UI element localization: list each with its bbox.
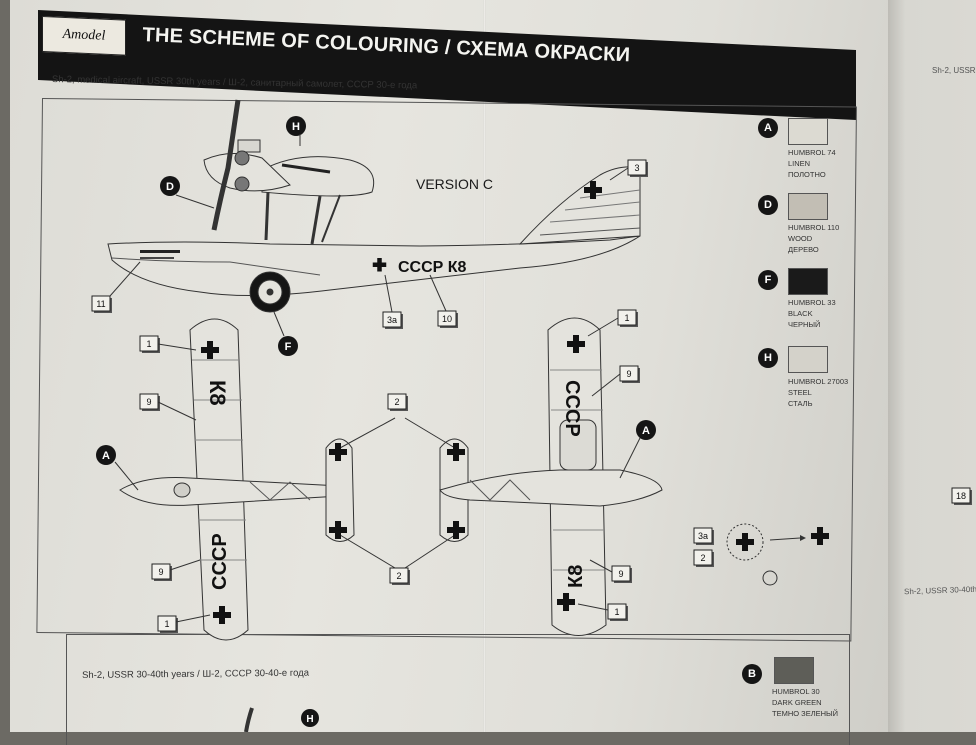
svg-text:A: A <box>642 425 650 437</box>
svg-text:H: H <box>306 714 313 725</box>
scheme-2-aircraft-partial: H <box>244 707 319 732</box>
callout-box-bottom-9a: 9 <box>619 365 641 384</box>
callout-a-bottom: A <box>636 420 656 440</box>
callout-f-side: F <box>278 336 298 356</box>
svg-text:9: 9 <box>618 569 623 579</box>
callout-box-tail-2a: 2 <box>387 393 409 412</box>
svg-text:18: 18 <box>956 491 966 501</box>
scheme-frame-2 <box>66 634 850 745</box>
bottom-wing-reg-cccp: СССР <box>561 380 583 437</box>
bottom-view-aircraft <box>439 317 663 636</box>
side-registration: СССР К8 <box>398 259 467 276</box>
callout-box-tail-2b: 2 <box>389 567 411 586</box>
svg-text:9: 9 <box>626 369 631 379</box>
legend-text-wood: HUMBROL 110 WOOD ДЕРЕВО <box>788 223 840 254</box>
callout-box-top-1a: 1 <box>139 335 161 354</box>
svg-text:3: 3 <box>634 163 639 173</box>
svg-text:F: F <box>285 341 292 353</box>
legend-text-steel: HUMBROL 27003 STEEL СТАЛЬ <box>788 377 849 408</box>
legend-swatch-black <box>788 268 828 295</box>
callout-box-bottom-9b: 9 <box>611 565 633 584</box>
svg-text:9: 9 <box>158 567 163 577</box>
callout-box-top-1b: 1 <box>157 615 179 634</box>
callout-d-side: D <box>160 176 180 196</box>
top-view-aircraft <box>119 318 341 641</box>
legend-text-linen: HUMBROL 74 LINEN ПОЛОТНО <box>788 148 836 179</box>
svg-text:A: A <box>102 450 110 462</box>
svg-text:10: 10 <box>442 314 452 324</box>
legend-letter-b: B <box>742 664 762 684</box>
svg-text:1: 1 <box>614 607 619 617</box>
legend-swatch-dark-green <box>774 657 814 684</box>
svg-text:2: 2 <box>700 553 705 563</box>
callout-box-top-9b: 9 <box>151 563 173 582</box>
page-fold <box>483 0 486 732</box>
legend-swatch-steel <box>788 346 828 373</box>
callout-box-insignia-3a: 3a <box>693 527 715 546</box>
legend-text-dark-green: HUMBROL 30 DARK GREEN ТЕМНО ЗЕЛЕНЫЙ <box>772 687 839 718</box>
next-page-sheet <box>888 0 976 732</box>
svg-text:1: 1 <box>146 339 151 349</box>
callout-box-3: 3 <box>627 159 649 178</box>
svg-text:2: 2 <box>396 571 401 581</box>
svg-text:H: H <box>292 121 300 133</box>
callout-a-top: A <box>96 445 116 465</box>
insignia-detail <box>726 523 829 586</box>
callout-box-top-9a: 9 <box>139 393 161 412</box>
callout-box-right-18: 18 <box>951 487 973 506</box>
right-page-caption-top: Sh-2, USSR <box>932 66 976 75</box>
callout-box-bottom-1b: 1 <box>607 603 629 622</box>
svg-text:2: 2 <box>394 397 399 407</box>
legend-letter-h: H <box>758 348 778 368</box>
side-view-aircraft <box>107 99 641 313</box>
svg-text:D: D <box>166 181 174 193</box>
callout-box-bottom-1a: 1 <box>617 309 639 328</box>
svg-text:3a: 3a <box>698 531 708 541</box>
legend-text-black: HUMBROL 33 BLACK ЧЕРНЫЙ <box>788 298 836 329</box>
legend-swatch-wood <box>788 193 828 220</box>
version-label: VERSION C <box>416 176 494 192</box>
bottom-wing-reg-k8: К8 <box>565 565 587 588</box>
legend-letter-d: D <box>758 195 778 215</box>
callout-box-10: 10 <box>437 310 459 329</box>
callout-box-11: 11 <box>91 295 113 314</box>
svg-text:9: 9 <box>146 397 151 407</box>
svg-text:3a: 3a <box>387 315 397 325</box>
svg-text:1: 1 <box>164 619 169 629</box>
callout-box-insignia-2: 2 <box>693 549 715 568</box>
side-lettering <box>140 250 180 253</box>
legend-letter-a: A <box>758 118 778 138</box>
svg-text:11: 11 <box>96 299 105 309</box>
legend-letter-f: F <box>758 270 778 290</box>
top-wing-reg-k8: К8 <box>205 380 230 406</box>
legend-swatch-linen <box>788 118 828 145</box>
callout-box-3a: 3a <box>382 311 404 330</box>
top-wing-reg-cccp: СССР <box>209 533 231 590</box>
instruction-sheet <box>10 0 888 732</box>
svg-text:1: 1 <box>624 313 629 323</box>
callout-h-side: H <box>286 116 306 136</box>
